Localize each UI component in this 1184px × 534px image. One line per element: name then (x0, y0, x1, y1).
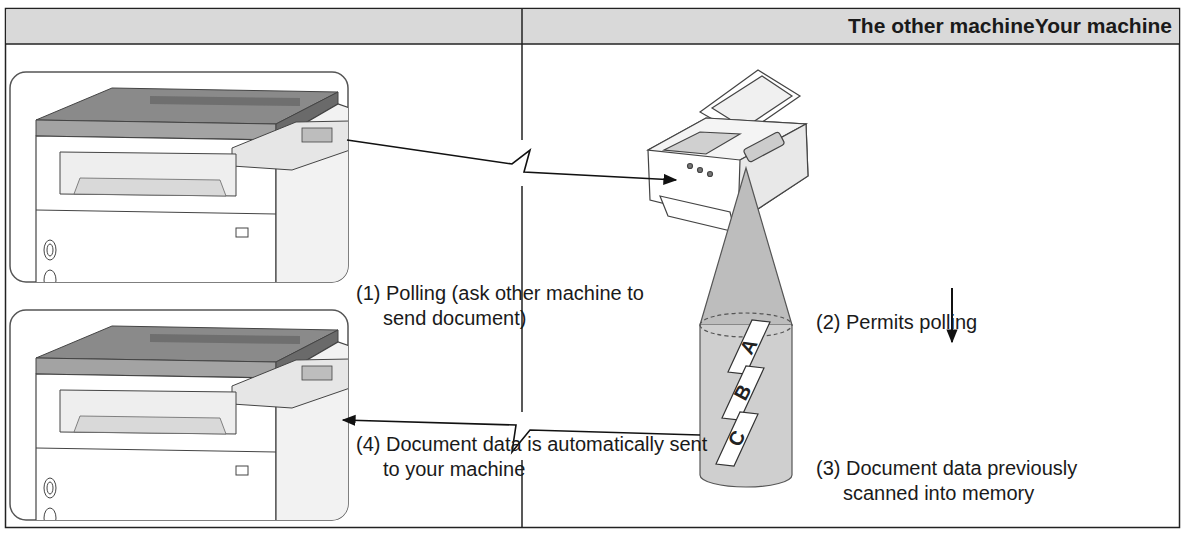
fax-machine-illustration (648, 70, 808, 232)
polling-arrow (347, 140, 676, 180)
document-sheet (716, 412, 758, 466)
memory-cone (700, 168, 792, 325)
step-text: (1) Polling (ask other machine to send d… (356, 281, 673, 331)
output-tray (660, 196, 735, 232)
outer-frame (6, 9, 1180, 528)
divider-segment (521, 44, 523, 140)
column-header: The other machineYour machine (560, 13, 1172, 39)
cylinder-body (700, 325, 792, 475)
header-rule (6, 43, 1180, 45)
step-text: (2) Permits polling (816, 310, 1136, 335)
fax-display (664, 132, 740, 154)
your-machine-illustration (10, 310, 350, 528)
fax-button (688, 164, 693, 169)
memory-cylinder (700, 168, 792, 487)
handset (743, 131, 785, 162)
fax-button (698, 168, 703, 173)
cylinder-rim (700, 313, 792, 325)
fax-button (708, 172, 713, 177)
step-text: (4) Document data is automatically sent … (356, 432, 728, 482)
header-band (6, 9, 1179, 44)
step-text: (3) Document data previously scanned int… (816, 456, 1156, 506)
cylinder-bottom (700, 475, 792, 487)
cylinder-side (791, 325, 792, 475)
your-machine-illustration (10, 72, 350, 290)
column-divider (521, 9, 523, 44)
